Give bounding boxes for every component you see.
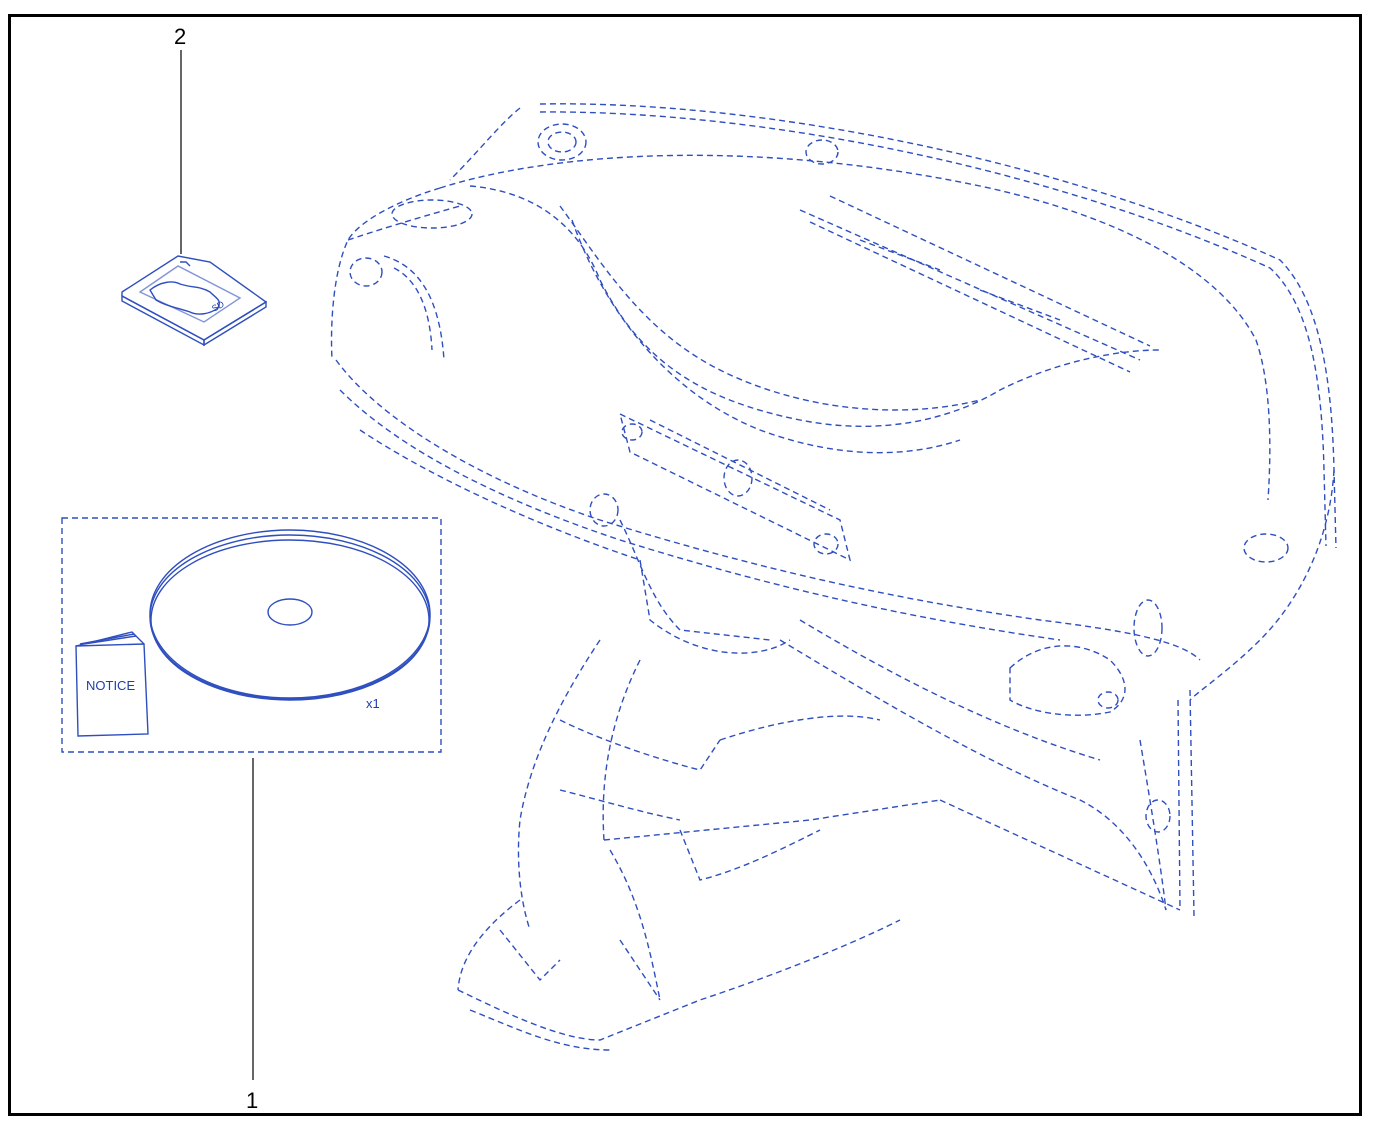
kit-box-outline — [61, 517, 442, 753]
navigation-disc-icon — [149, 529, 431, 701]
diagram-frame — [8, 14, 1362, 1116]
callout-1: 1 — [246, 1088, 258, 1113]
notice-booklet-label: NOTICE — [86, 678, 135, 693]
notice-booklet-icon: NOTICE — [75, 631, 149, 737]
callout-2: 2 — [174, 24, 186, 49]
kit-quantity-label: x1 — [366, 696, 380, 711]
dashboard-phantom-drawing — [330, 103, 1337, 1051]
sd-card-icon: SD — [121, 255, 268, 347]
